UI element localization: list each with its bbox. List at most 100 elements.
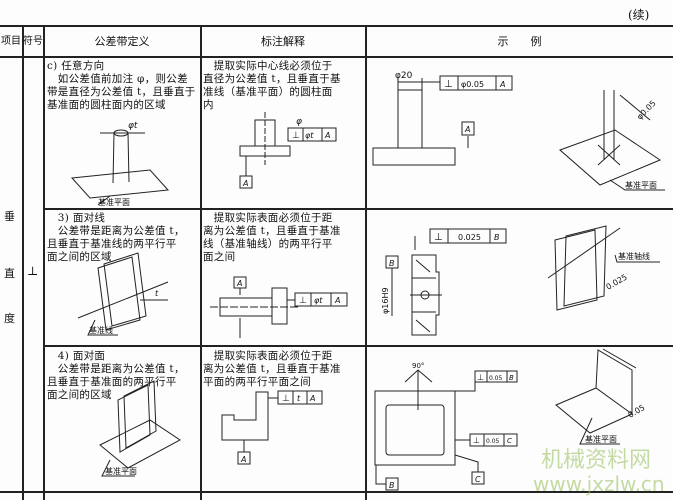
table-top-border	[0, 25, 673, 27]
phi-label: φ	[296, 117, 302, 127]
header-example: 示 例	[497, 34, 542, 48]
text-line: 如公差值前加注 φ，则公差	[47, 73, 188, 85]
text-line: 提取实际中心线必须位于	[203, 60, 333, 72]
col-divider	[365, 26, 367, 500]
text-line: 提取实际表面必须位于距	[203, 350, 333, 362]
text-line: 线（基准轴线）的两平行平	[203, 238, 333, 250]
datum-letter: B	[389, 481, 395, 490]
datum-letter: A	[236, 279, 242, 288]
frame-symbol: ⊥	[299, 296, 307, 306]
row3-definition: 4) 面对面 公差带是距离为公差值 t，且垂直于基准面的两平行平面之间的区域	[47, 350, 185, 402]
datum-plane-label: 基准平面	[585, 434, 617, 444]
row2-definition: 3) 面对线 公差带是距离为公差值 t，且垂直于基准线的两平行平面之间的区域	[47, 212, 185, 264]
frame-tolerance: 0.05	[489, 375, 503, 382]
tolerance-label: t	[155, 289, 159, 298]
header-item: 项目	[1, 35, 21, 47]
datum-letter: A	[464, 125, 470, 134]
frame-tolerance: φt	[314, 296, 323, 305]
frame-symbol: ⊥	[292, 131, 300, 141]
datum-plane-label: 基准平面	[625, 180, 657, 190]
row1-annotation-figure: ⊥ φt A φ A	[239, 112, 337, 189]
text-line: 面之间的区域	[47, 389, 112, 401]
frame-tolerance: t	[297, 394, 301, 403]
text-line: 带是直径为公差值 t，且垂直于	[47, 86, 196, 98]
text-line: 3) 面对线	[47, 212, 106, 224]
table-bottom-border	[0, 491, 673, 493]
frame-symbol: ⊥	[473, 436, 480, 445]
header-symbol: 符号	[23, 35, 43, 47]
datum-plane-label: 基准平面	[98, 197, 130, 207]
frame-datum: A	[324, 131, 330, 140]
header-zone-definition: 公差带定义	[94, 34, 150, 48]
watermark-url: www.jxzlw.cn	[533, 472, 665, 496]
continued-label: (续)	[628, 8, 650, 22]
text-line: 面之间	[203, 251, 236, 263]
row3-zone-figure: 基准平面	[99, 380, 181, 477]
tolerance-label: φt	[128, 121, 138, 131]
frame-symbol: ⊥	[444, 79, 453, 90]
frame-tolerance: 0.05	[486, 438, 500, 445]
row3-annotation-figure: ⊥ t A A	[221, 390, 323, 465]
frame-datum: B	[494, 233, 500, 242]
dimension-label: φ20	[395, 71, 413, 81]
frame-symbol: ⊥	[477, 373, 484, 382]
datum-letter: A	[242, 179, 248, 188]
col-divider	[22, 26, 24, 500]
frame-datum: B	[509, 374, 514, 382]
watermark-title: 机械资料网	[541, 448, 652, 473]
text-line: 离为公差值 t，且垂直于基准	[203, 363, 341, 375]
text-line: 基准面的圆柱面内的区域	[47, 99, 166, 111]
row-divider	[43, 208, 673, 210]
frame-datum: A	[334, 296, 340, 305]
text-line: 面之间的区域	[47, 251, 112, 263]
row1-annotation: 提取实际中心线必须位于直径为公差值 t，且垂直于基准线（基准平面）的圆柱面内	[203, 60, 341, 112]
row2-example-figure: ⊥ 0.025 B B φ16H9 基准轴线 0.025	[381, 225, 660, 336]
frame-tolerance: φt	[305, 131, 314, 140]
datum-axis-label: 基准轴线	[618, 251, 650, 261]
tolerance-value: 0.025	[605, 272, 629, 291]
text-line: 且垂直于基准面的两平行平	[47, 376, 177, 388]
row3-annotation: 提取实际表面必须位于距离为公差值 t，且垂直于基准平面的两平行平面之间	[203, 350, 341, 389]
item-char: 直	[4, 267, 15, 280]
text-line: c) 任意方向	[47, 60, 105, 72]
text-line: 公差带是距离为公差值 t，	[47, 363, 185, 375]
header-annotation: 标注解释	[261, 34, 305, 48]
text-line: 公差带是距离为公差值 t，	[47, 225, 185, 237]
text-line: 且垂直于基准线的两平行平	[47, 238, 177, 250]
col-divider	[43, 26, 45, 500]
text-line: 内	[203, 99, 214, 111]
datum-letter: C	[475, 475, 481, 484]
row2-annotation-figure: A ⊥ φt A	[210, 276, 348, 338]
row3-example-drawing: 90° ⊥ 0.05 B ⊥ 0.05 C C B	[374, 362, 518, 491]
text-line: 4) 面对面	[47, 350, 106, 362]
tolerance-value: 0.05	[627, 403, 647, 420]
frame-datum: A	[499, 80, 505, 89]
item-char: 垂	[4, 210, 15, 223]
datum-line-label: 基准线	[89, 325, 113, 335]
frame-symbol: ⊥	[282, 394, 290, 404]
text-line: 平面的两平行平面之间	[203, 376, 311, 388]
row2-annotation: 提取实际表面必须位于距离为公差值 t，且垂直于基准线（基准轴线）的两平行平面之间	[203, 212, 341, 264]
frame-datum: A	[309, 394, 315, 403]
row1-zone-figure: φt 基准平面	[70, 121, 170, 207]
header-divider	[0, 56, 673, 58]
text-line: 直径为公差值 t，且垂直于基	[203, 73, 341, 85]
row2-zone-figure: t 基准线	[77, 252, 169, 336]
text-line: 离为公差值 t，且垂直于基准	[203, 225, 341, 237]
datum-letter: A	[240, 455, 246, 464]
text-line: 提取实际表面必须位于距	[203, 212, 333, 224]
col-divider	[200, 26, 202, 500]
frame-symbol: ⊥	[434, 232, 443, 243]
row1-example-figure: φ20 ⊥ φ0.05 A A φ0.05 基准平面	[372, 71, 665, 191]
text-line: 准线（基准平面）的圆柱面	[203, 86, 333, 98]
row-divider	[43, 345, 673, 347]
frame-tolerance: 0.025	[458, 233, 481, 242]
datum-plane-label: 基准平面	[105, 466, 137, 476]
row1-definition: c) 任意方向 如公差值前加注 φ，则公差带是直径为公差值 t，且垂直于基准面的…	[47, 60, 196, 112]
dimension-label: φ16H9	[381, 287, 390, 314]
frame-tolerance: φ0.05	[461, 80, 484, 89]
angle-label: 90°	[412, 362, 424, 370]
item-char: 度	[4, 312, 15, 325]
